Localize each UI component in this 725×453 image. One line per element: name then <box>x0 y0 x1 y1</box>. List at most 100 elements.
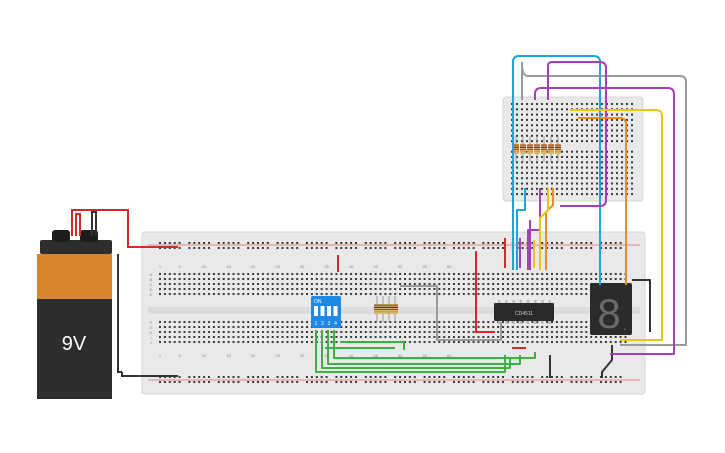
green-wire-5[interactable] <box>340 341 405 350</box>
row-label: A <box>150 272 153 277</box>
battery-terminal-positive[interactable] <box>80 230 98 242</box>
battery-negative-wire-2[interactable] <box>117 254 122 373</box>
column-label: 40 <box>349 353 354 358</box>
resistor[interactable] <box>374 296 380 322</box>
battery-positive-lead[interactable] <box>75 213 81 236</box>
column-label: 25 <box>275 353 280 358</box>
resistor[interactable] <box>380 296 386 322</box>
resistor[interactable] <box>513 136 519 162</box>
battery-body <box>37 299 112 399</box>
battery-9v[interactable]: 9V <box>37 230 112 399</box>
column-label: 50 <box>398 264 403 269</box>
blue-wire-2[interactable] <box>516 188 526 270</box>
purple-wire-1[interactable] <box>529 87 675 355</box>
resistor[interactable] <box>386 296 392 322</box>
column-label: 10 <box>202 264 207 269</box>
column-label: 1 <box>159 264 162 269</box>
column-label: 20 <box>251 353 256 358</box>
green-wire-4[interactable] <box>333 330 536 359</box>
column-label: 45 <box>373 264 378 269</box>
column-label: 60 <box>447 353 452 358</box>
dip-toggle-1[interactable] <box>314 306 318 316</box>
battery-cap <box>40 240 112 254</box>
dip-switch-number: 3 <box>328 321 331 327</box>
row-label: C <box>150 282 153 287</box>
resistor[interactable] <box>541 136 547 162</box>
secondary-breadboard-holes[interactable] <box>511 103 633 196</box>
resistor[interactable] <box>392 296 398 322</box>
battery-terminal-negative[interactable] <box>52 230 70 242</box>
column-label: 20 <box>251 264 256 269</box>
column-label: 40 <box>349 264 354 269</box>
black-wire-display[interactable] <box>632 279 651 332</box>
battery-wires[interactable] <box>71 209 178 377</box>
row-label: I <box>150 335 151 340</box>
resistor[interactable] <box>527 136 533 162</box>
column-label: 50 <box>398 353 403 358</box>
column-label: 25 <box>275 264 280 269</box>
resistor[interactable] <box>555 136 561 162</box>
column-label: 55 <box>422 264 427 269</box>
black-wire-ground-2[interactable] <box>601 345 613 378</box>
blue-wire-1[interactable] <box>512 55 601 285</box>
yellow-wire-2[interactable] <box>570 109 663 341</box>
column-labels: 1155101015152020252530303535404045455050… <box>159 264 452 358</box>
seven-segment-display[interactable]: 8 . <box>590 283 632 337</box>
dip-toggle-3[interactable] <box>327 306 331 316</box>
battery-label: 9V <box>62 333 87 355</box>
secondary-breadboard[interactable] <box>502 96 644 202</box>
column-label: 15 <box>226 264 231 269</box>
battery-positive-wire[interactable] <box>71 209 178 248</box>
column-label: 5 <box>178 353 181 358</box>
resistor[interactable] <box>548 136 554 162</box>
column-label: 35 <box>324 353 329 358</box>
resistor-array-main[interactable] <box>374 296 398 322</box>
column-label: 45 <box>373 353 378 358</box>
column-label: 30 <box>300 353 305 358</box>
column-label: 15 <box>226 353 231 358</box>
resistor[interactable] <box>534 136 540 162</box>
cd4511-chip[interactable]: CD4511 <box>494 300 554 324</box>
battery-negative-wire[interactable] <box>121 372 178 377</box>
battery-top <box>37 254 112 299</box>
dip-switch-number: 4 <box>334 321 337 327</box>
column-label: 60 <box>447 264 452 269</box>
row-label: F <box>150 320 153 325</box>
green-wire-2[interactable] <box>321 330 511 369</box>
column-label: 1 <box>159 353 162 358</box>
dip-toggle-4[interactable] <box>333 306 338 316</box>
column-label: 10 <box>202 353 207 358</box>
dip-switch-number: 2 <box>321 321 324 327</box>
main-breadboard-holes[interactable] <box>159 242 627 383</box>
display-digit: 8 <box>597 290 620 337</box>
row-label: H <box>150 330 153 335</box>
red-wire-chip-vdd[interactable] <box>475 251 495 333</box>
column-label: 30 <box>300 264 305 269</box>
row-label: B <box>150 277 153 282</box>
chip-label: CD4511 <box>515 311 533 317</box>
gray-wire[interactable] <box>400 285 502 341</box>
dip-switch-on-label: ON <box>314 299 322 305</box>
orange-wire[interactable] <box>545 117 627 285</box>
row-label: G <box>149 325 152 330</box>
row-label: E <box>150 292 153 297</box>
purple-wire-3[interactable] <box>527 188 541 270</box>
column-label: 5 <box>178 264 181 269</box>
dip-switch-number: 1 <box>315 321 318 327</box>
dip-toggle-2[interactable] <box>320 306 325 316</box>
gray-wire-long[interactable] <box>521 62 687 346</box>
resistor-array-secondary[interactable] <box>513 136 561 162</box>
wires[interactable] <box>315 55 687 378</box>
column-label: 55 <box>422 353 427 358</box>
row-label: J <box>150 340 152 345</box>
yellow-wire-1[interactable] <box>539 188 549 270</box>
resistor[interactable] <box>520 136 526 162</box>
row-label: D <box>150 287 153 292</box>
column-label: 35 <box>324 264 329 269</box>
purple-wire-2[interactable] <box>547 61 607 207</box>
display-decimal-point: . <box>623 317 627 333</box>
battery-negative-lead[interactable] <box>91 211 97 236</box>
